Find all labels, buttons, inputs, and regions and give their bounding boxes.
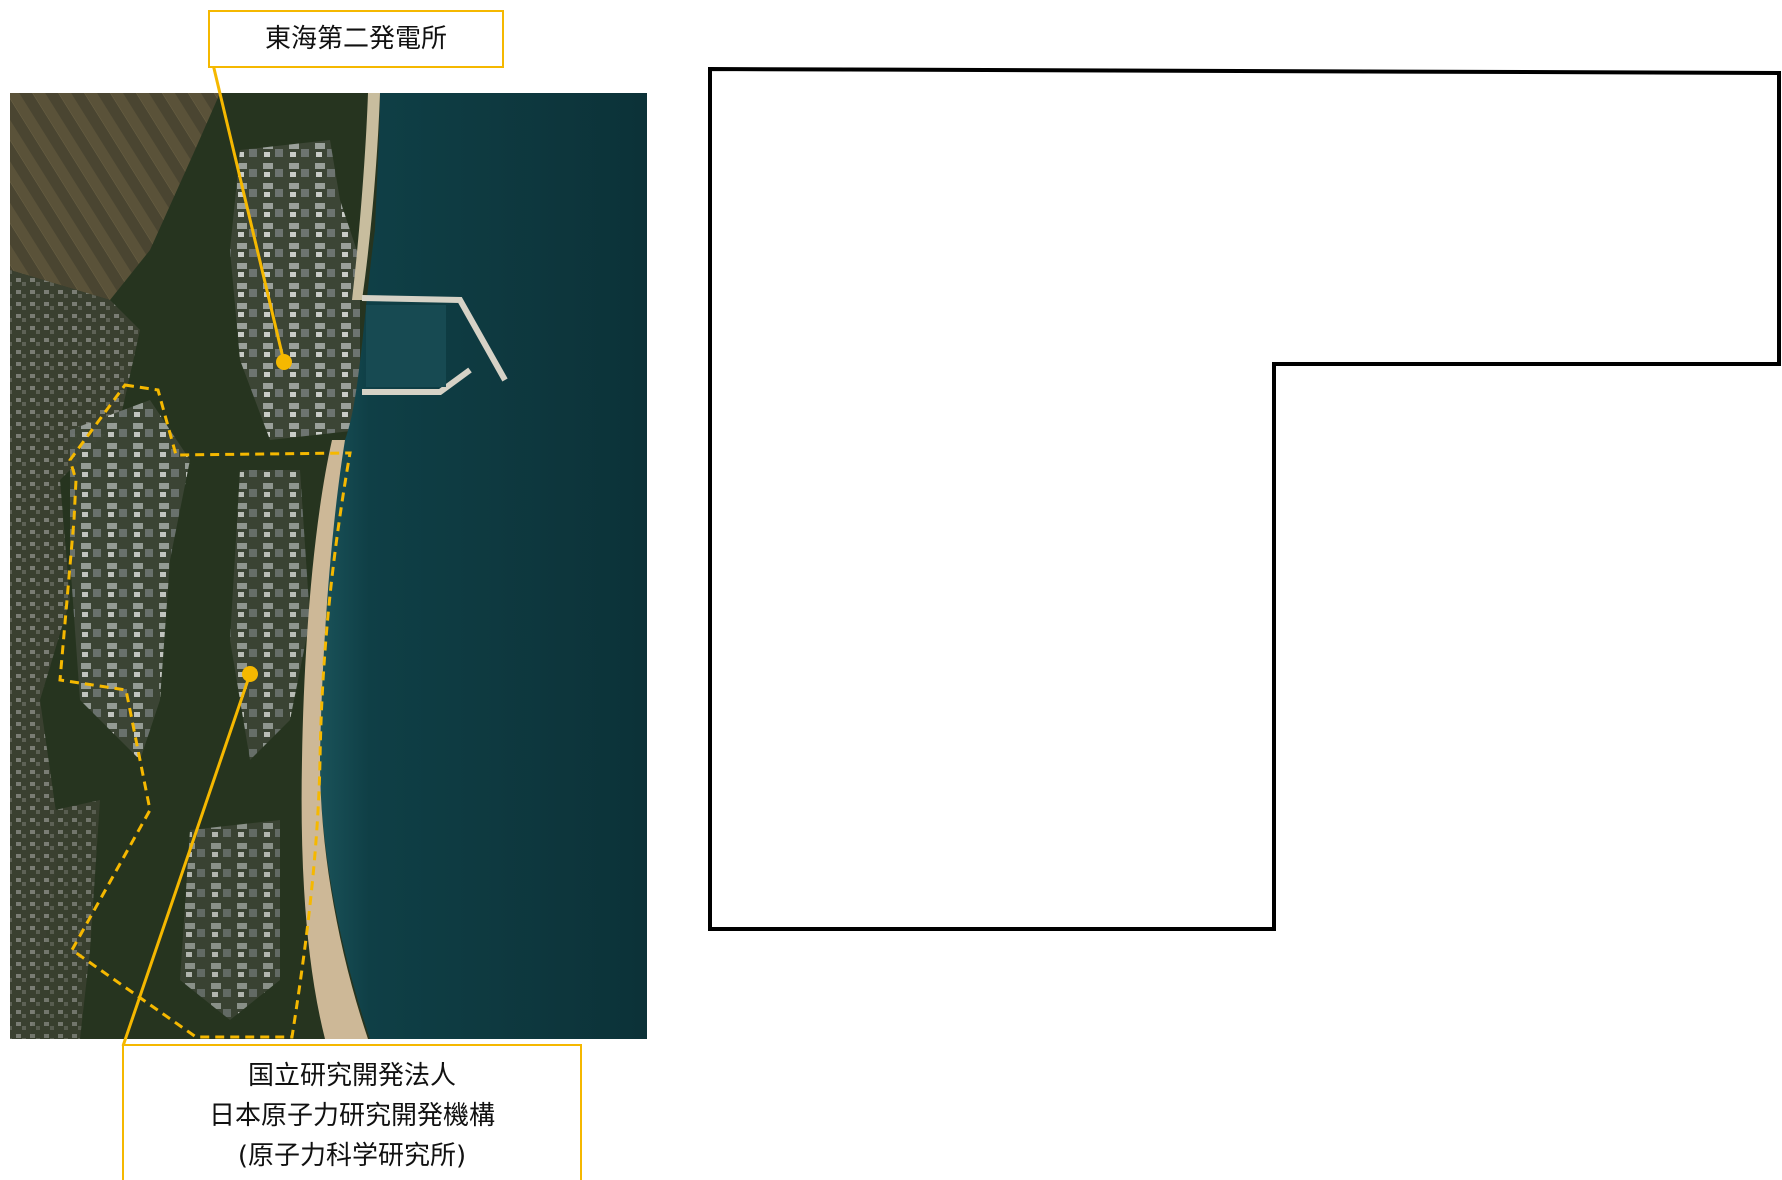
jaea-label-box: 国立研究開発法人 日本原子力研究開発機構 (原子力科学研究所) [122, 1044, 582, 1180]
jaea-location-marker [242, 666, 258, 682]
research-campus-east [230, 470, 310, 760]
residential-area-southwest [10, 800, 100, 1039]
aerial-photo [10, 93, 647, 1039]
research-campus [70, 400, 190, 760]
tokai2-label: 東海第二発電所 [264, 24, 447, 54]
breakwater-south [362, 367, 472, 395]
jaea-label-line-1: 国立研究開発法人 [247, 1061, 456, 1091]
tokai2-location-marker [276, 354, 292, 370]
breakwater-north [361, 295, 508, 382]
leader-line-jaea [121, 673, 252, 1047]
farm-fields [10, 93, 220, 300]
beach [301, 440, 368, 1039]
harbor-basin [366, 305, 446, 387]
l-shaped-outline [708, 66, 1781, 931]
leader-line-tokai2 [210, 59, 286, 363]
power-plant-site [230, 140, 360, 440]
jaea-label-line-2: 日本原子力研究開発機構 [208, 1101, 495, 1131]
tokai2-label-box: 東海第二発電所 [208, 10, 504, 68]
coastline-north [352, 93, 380, 300]
jaea-label-line-3: (原子力科学研究所) [237, 1141, 467, 1171]
research-campus-south [180, 820, 280, 1020]
